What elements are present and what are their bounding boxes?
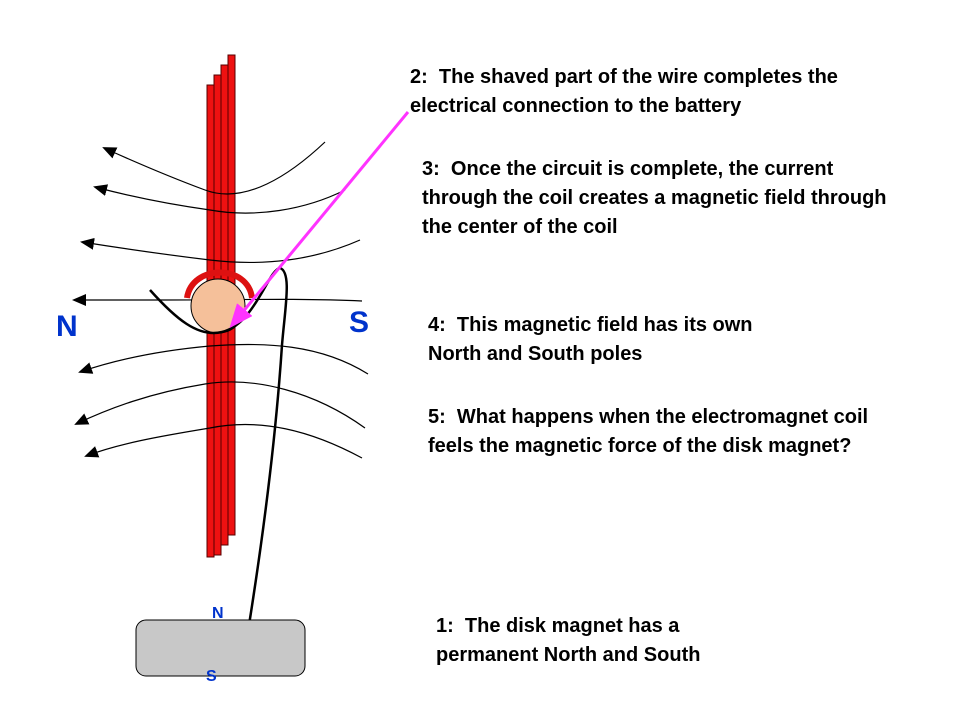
note-number: 3: xyxy=(422,158,440,180)
note-question: 5: What happens when the electromagnet c… xyxy=(428,403,878,461)
note-text: The shaved part of the wire completes th… xyxy=(410,66,838,117)
note-text: This magnetic field has its own North an… xyxy=(428,314,753,365)
note-text: Once the circuit is complete, the curren… xyxy=(422,158,887,238)
disk-magnet xyxy=(135,619,306,677)
wire xyxy=(149,266,289,663)
field-line xyxy=(72,294,363,306)
field-line xyxy=(78,343,369,375)
note-number: 4: xyxy=(428,314,446,336)
note-circuit-complete: 3: Once the circuit is complete, the cur… xyxy=(422,155,892,242)
note-field-poles: 4: This magnetic field has its own North… xyxy=(428,311,778,369)
disk-north-label: N xyxy=(212,605,224,622)
field-line xyxy=(102,141,326,195)
note-text: The disk magnet has a permanent North an… xyxy=(436,615,701,666)
note-number: 5: xyxy=(428,406,446,428)
note-number: 2: xyxy=(410,66,428,88)
field-line xyxy=(84,423,363,459)
field-line xyxy=(80,237,361,264)
disk-south-label: S xyxy=(206,668,217,685)
support-bracket xyxy=(184,269,255,299)
coil-south-label: S xyxy=(349,306,370,339)
pointer-arrow xyxy=(229,111,410,329)
pivot xyxy=(184,269,255,334)
field-lines xyxy=(72,141,369,459)
field-line xyxy=(93,184,346,214)
note-shaved-wire: 2: The shaved part of the wire completes… xyxy=(410,63,890,121)
field-line xyxy=(74,381,366,429)
coil-north-label: N xyxy=(56,310,78,343)
note-disk-magnet: 1: The disk magnet has a permanent North… xyxy=(436,612,766,670)
note-text: What happens when the electromagnet coil… xyxy=(428,406,869,457)
note-number: 1: xyxy=(436,615,454,637)
